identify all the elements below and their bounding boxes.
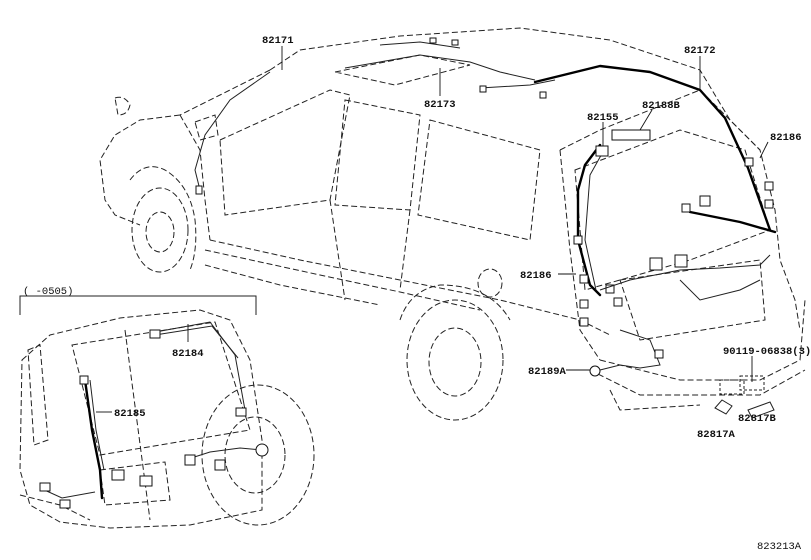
callout-82185: 82185 bbox=[114, 408, 146, 420]
rear-door-harness bbox=[589, 157, 774, 377]
callout-82155: 82155 bbox=[587, 112, 619, 124]
figure-id: 823213A bbox=[757, 541, 802, 553]
inset-vehicle-outline bbox=[19, 309, 315, 529]
callout-82817b: 82817B bbox=[738, 413, 777, 425]
callout-82172: 82172 bbox=[684, 45, 716, 57]
callout-82186-right: 82186 bbox=[770, 132, 802, 144]
inset-bracket bbox=[19, 295, 257, 315]
callout-82188b: 82188B bbox=[642, 100, 681, 112]
roof-harness-82173 bbox=[344, 37, 556, 99]
roof-harness-82172 bbox=[533, 64, 777, 234]
callout-82184: 82184 bbox=[172, 348, 204, 360]
callout-82817a: 82817A bbox=[697, 429, 736, 441]
inset-harness-82184 bbox=[149, 321, 247, 417]
inset-spare-wheel-harness bbox=[184, 443, 269, 471]
front-pillar-harness-82171 bbox=[194, 71, 271, 195]
inset-range-label: ( -0505) bbox=[23, 286, 73, 298]
callout-82186-left: 82186 bbox=[520, 270, 552, 282]
tailgate-harness-82186 bbox=[573, 129, 651, 327]
bracket-82817b bbox=[747, 401, 775, 419]
leader-lines bbox=[281, 46, 769, 382]
callout-82173: 82173 bbox=[424, 99, 456, 111]
callout-90119-06838: 90119-06838(3) bbox=[723, 346, 811, 358]
inset-harness-82185 bbox=[39, 375, 153, 509]
vehicle-body-outline bbox=[99, 27, 806, 421]
callout-82171: 82171 bbox=[262, 35, 294, 47]
callout-82189a: 82189A bbox=[528, 366, 567, 378]
